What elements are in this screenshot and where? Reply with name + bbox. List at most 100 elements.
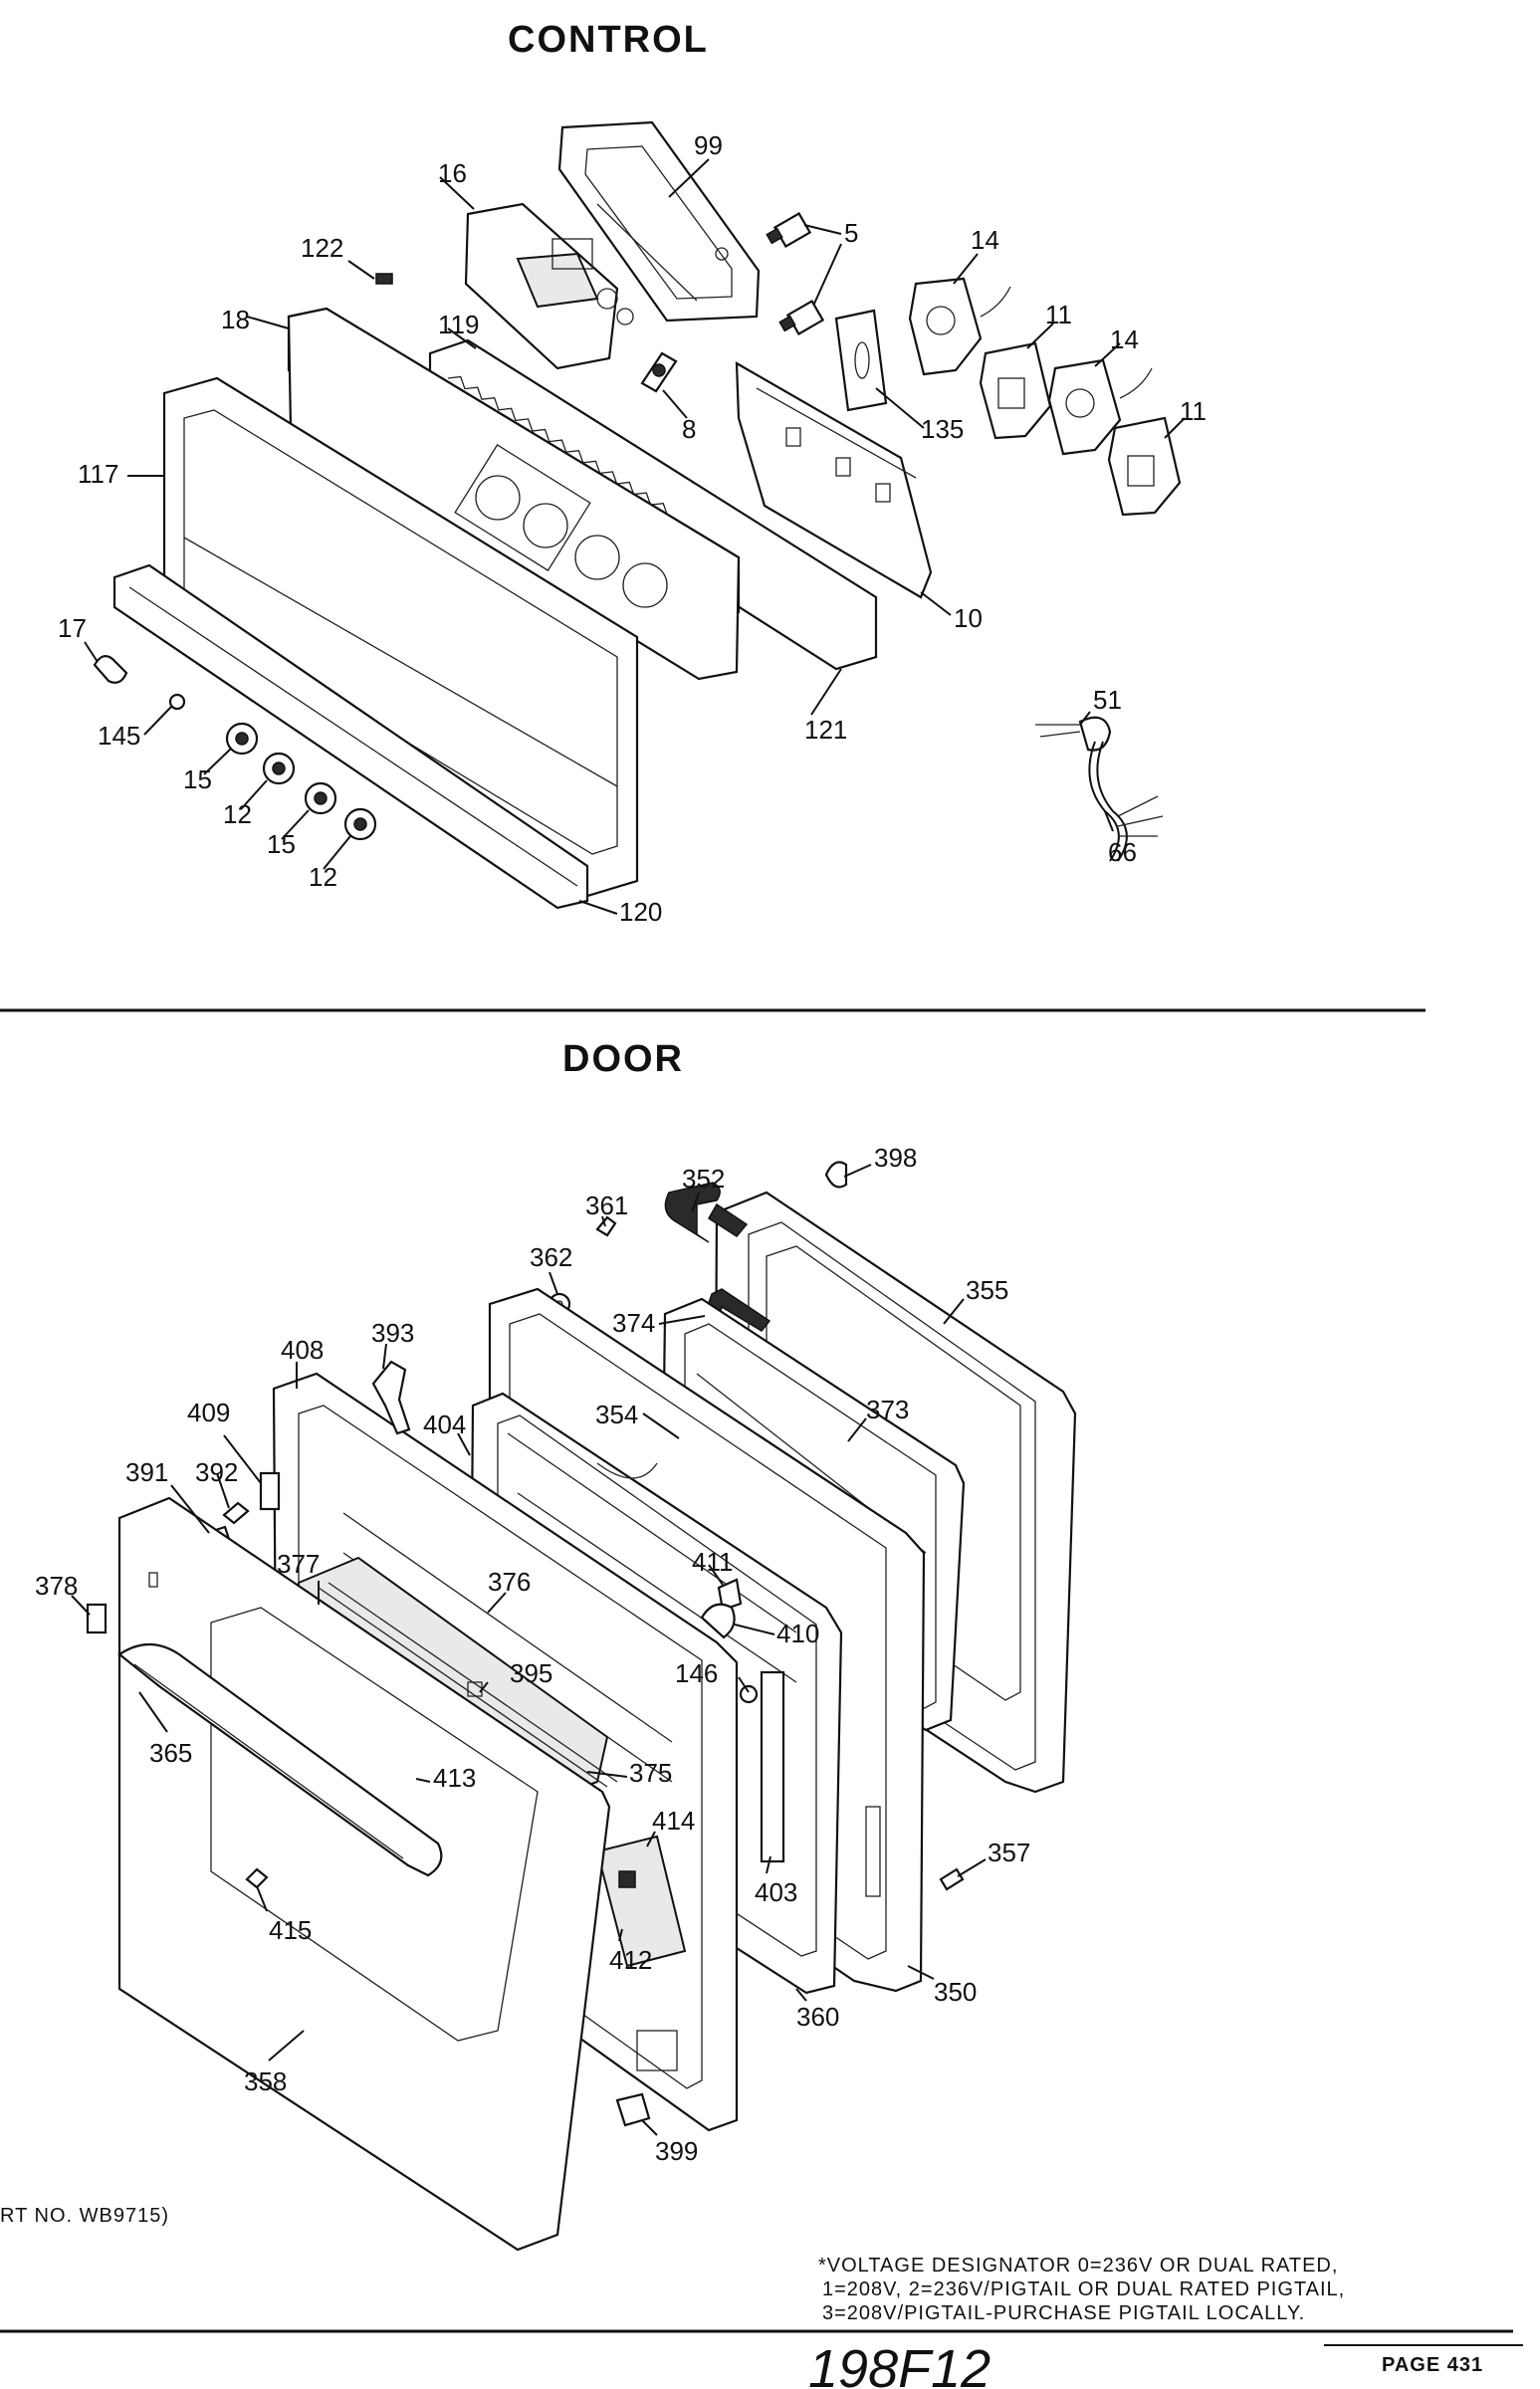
callout-10: 10 [954, 603, 983, 633]
part-414-412-board [595, 1835, 687, 1968]
callout-350: 350 [934, 1977, 977, 2007]
part-17-lamp [93, 655, 128, 684]
part-11-relay-lower [1107, 416, 1182, 517]
door-section-title: DOOR [562, 1038, 684, 1080]
callout-354: 354 [595, 1400, 638, 1429]
page-number: PAGE 431 [1382, 2354, 1483, 2376]
callout-409: 409 [187, 1398, 230, 1427]
part-14-timer-lower [1047, 358, 1153, 456]
door-callouts: 398 352 361 362 355 374 393 408 373 354 … [35, 1143, 1030, 2166]
callout-393: 393 [371, 1318, 414, 1348]
callout-399: 399 [655, 2136, 698, 2166]
part-411-clip [717, 1578, 743, 1612]
part-403-channel [760, 1670, 785, 1863]
control-knobs [225, 722, 377, 841]
callout-412: 412 [609, 1945, 652, 1975]
callout-375: 375 [629, 1758, 672, 1788]
callout-12-b: 12 [309, 862, 337, 892]
part-415-screw [245, 1867, 269, 1889]
voltage-note-line-1: *VOLTAGE DESIGNATOR 0=236V OR DUAL RATED… [818, 2255, 1338, 2277]
callout-360: 360 [796, 2002, 839, 2032]
voltage-note-line-2: 1=208V, 2=236V/PIGTAIL OR DUAL RATED PIG… [822, 2279, 1345, 2300]
handwritten-model-code: 198F12 [808, 2339, 990, 2389]
callout-398: 398 [874, 1143, 917, 1173]
callout-11-upper: 11 [1045, 300, 1072, 329]
callout-51: 51 [1093, 685, 1122, 715]
callout-66: 66 [1108, 837, 1137, 867]
callout-410: 410 [776, 1619, 819, 1648]
part-5-connectors [766, 211, 825, 336]
callout-11-lower: 11 [1180, 396, 1207, 426]
callout-135: 135 [921, 414, 964, 444]
callout-373: 373 [866, 1395, 909, 1424]
callout-374: 374 [612, 1308, 655, 1338]
part-16-switch [464, 202, 634, 370]
callout-122: 122 [301, 233, 343, 263]
control-leader-lines [84, 158, 1186, 915]
callout-8: 8 [682, 414, 696, 444]
callout-361: 361 [585, 1191, 628, 1220]
callout-392: 392 [195, 1457, 238, 1487]
callout-121: 121 [804, 715, 847, 745]
callout-357: 357 [988, 1838, 1030, 1867]
callout-12-a: 12 [223, 799, 252, 829]
part-8-socket [640, 351, 678, 393]
callout-14-lower: 14 [1110, 325, 1139, 354]
callout-365: 365 [149, 1738, 192, 1768]
callout-117: 117 [78, 459, 118, 489]
part-120-rail [112, 563, 589, 910]
part-399-spacer [615, 2092, 651, 2127]
callout-119: 119 [438, 310, 479, 339]
callout-15-b: 15 [267, 829, 296, 859]
part-99-bracket [557, 120, 761, 323]
callout-415: 415 [269, 1915, 312, 1945]
callout-391: 391 [125, 1457, 168, 1487]
callout-362: 362 [530, 1242, 572, 1272]
part-11-relay-upper [979, 341, 1052, 440]
part-365-handle [117, 1643, 443, 1877]
callout-5: 5 [844, 218, 858, 248]
callout-413: 413 [433, 1763, 476, 1793]
part-10-bracket [735, 361, 933, 599]
part-392-clip [222, 1501, 250, 1525]
callout-376: 376 [488, 1567, 531, 1597]
part-135-plate [834, 309, 888, 412]
callout-408: 408 [281, 1335, 324, 1365]
footer: RT NO. WB9715) *VOLTAGE DESIGNATOR 0=236… [0, 2205, 1523, 2389]
callout-18: 18 [221, 305, 250, 334]
voltage-note-line-3: 3=208V/PIGTAIL-PURCHASE PIGTAIL LOCALLY. [822, 2302, 1305, 2324]
callout-395: 395 [510, 1658, 552, 1688]
part-122-clip [375, 273, 393, 285]
part-51-66-pigtail [1035, 716, 1164, 862]
callout-358: 358 [244, 2066, 287, 2096]
callout-146: 146 [675, 1658, 718, 1688]
callout-378: 378 [35, 1571, 78, 1601]
part-393-latch [371, 1360, 411, 1435]
callout-14-upper: 14 [971, 225, 999, 255]
callout-17: 17 [58, 613, 87, 643]
part-18-backsplash-panel [287, 307, 741, 681]
callout-120: 120 [619, 897, 662, 927]
part-410-bracket [700, 1603, 736, 1639]
callout-377: 377 [277, 1549, 320, 1579]
callout-403: 403 [755, 1877, 797, 1907]
part-number-reference: RT NO. WB9715) [0, 2205, 169, 2227]
part-358-outer-door [117, 1496, 611, 2252]
callout-16: 16 [438, 158, 467, 188]
part-146-screw [739, 1684, 759, 1704]
callout-145: 145 [98, 721, 140, 751]
part-14-timer-upper [908, 277, 1011, 376]
callout-99: 99 [694, 130, 723, 160]
callout-414: 414 [652, 1806, 695, 1836]
control-callouts: 99 16 5 14 122 18 119 11 14 8 135 11 117… [58, 130, 1207, 927]
callout-411: 411 [692, 1547, 733, 1577]
part-378-stop [86, 1603, 108, 1634]
part-409-bracket [259, 1471, 281, 1511]
door-assembly-drawing [86, 1161, 1077, 2252]
control-section-title: CONTROL [508, 19, 709, 61]
part-145-screw [168, 693, 186, 711]
callout-15-a: 15 [183, 764, 212, 794]
part-357-screw [939, 1867, 965, 1891]
part-398-bumper [824, 1161, 848, 1189]
